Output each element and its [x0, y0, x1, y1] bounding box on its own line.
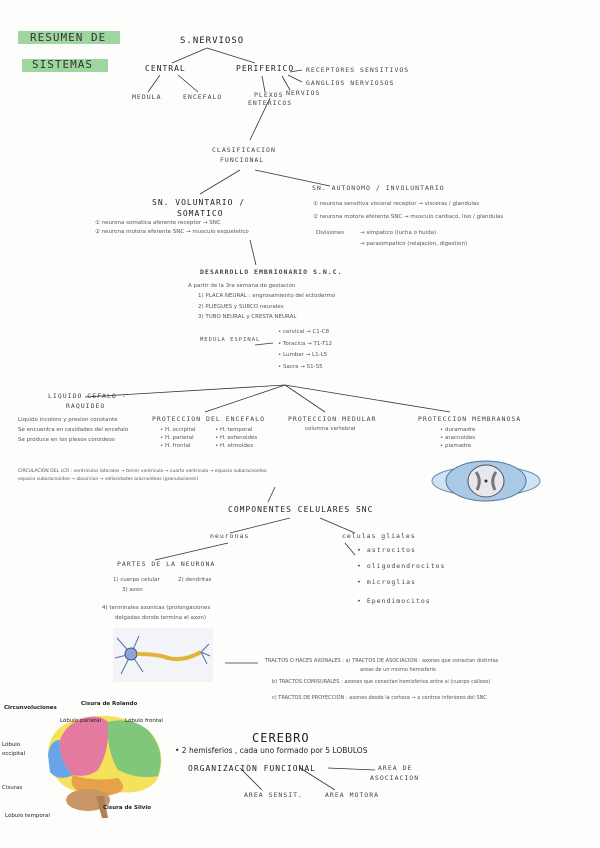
voluntario-title-1: SN. VOLUNTARIO /: [152, 198, 246, 207]
brain-label-silvio: Cisura de Silvio: [103, 805, 152, 811]
liquido-desc-1: Liquido incoloro y presion constante: [18, 417, 118, 423]
gliales-label: celulas gliales: [342, 532, 416, 540]
proteccion-medular-sub: columna vertebral: [305, 426, 356, 432]
autonomo-item-2: ② neurona motora eferente SNC → musculo …: [313, 214, 504, 220]
area-sensitiva: AREA SENSIT.: [244, 791, 303, 799]
brain-label-cisuras: Cisuras: [2, 785, 23, 791]
tractos-line-4: c) TRACTOS DE PROYECCION : axones desde …: [272, 695, 487, 701]
medula-item-4: • Sacra → S1-S5: [278, 364, 323, 370]
medula-espinal-label: MEDULA ESPINAL: [200, 337, 261, 343]
sn-medula: MEDULA: [132, 93, 162, 101]
partes-item-1: 1) cuerpo celular: [113, 577, 160, 583]
partes-item-4b: delgadas donde termina el axon): [115, 615, 207, 621]
encefalo-item-6: • H. etmoides: [215, 443, 254, 449]
sn-receptores: RECEPTORES SENSITIVOS: [306, 66, 410, 74]
sn-root: S.NERVIOSO: [180, 36, 245, 46]
desarrollo-title: DESARROLLO EMBRIONARIO S.N.C.: [200, 268, 343, 276]
brain-label-circunvoluciones: Circunvoluciones: [4, 705, 57, 711]
encefalo-item-3: • H. frontal: [160, 443, 191, 449]
circulacion-line-2: espacio subaracnoideo → absorcion → vell…: [18, 477, 199, 482]
medula-item-3: • Lumbar → L1-L5: [278, 352, 328, 358]
page-title-line-2: SISTEMAS: [32, 58, 93, 71]
liquido-title-1: LIQUIDO CEFALO -: [48, 392, 127, 400]
liquido-desc-3: Se produce en los plexos coroideos: [18, 437, 115, 443]
liquido-title-2: RAQUIDEO: [66, 402, 106, 410]
desarrollo-step-3: 3) TUBO NEURAL y CRESTA NEURAL: [198, 314, 297, 320]
liquido-desc-2: Se encuentra en cavidades del encefalo: [18, 427, 129, 433]
autonomo-item-1: ① neurona sensitiva visceral receptor → …: [313, 201, 480, 207]
sn-encefalo: ENCEFALO: [183, 93, 223, 101]
glia-item-3: • microglias: [357, 578, 416, 586]
glia-item-4: • Ependimocitos: [357, 597, 431, 605]
page-title-line-1: RESUMEN DE: [30, 31, 107, 44]
spinal-cord-illustration: [431, 460, 541, 502]
partes-item-2: 2) dendritas: [178, 577, 212, 583]
voluntario-item-2: ② neurona motora eferente SNC → musculo …: [95, 229, 249, 235]
tractos-line-1: TRACTOS O HACES AXONALES : a) TRACTOS DE…: [265, 658, 499, 664]
tractos-line-2: areas de un mismo hemisferio: [360, 667, 436, 673]
membranosa-item-3: • piamadre: [440, 443, 472, 449]
partes-item-4: 4) terminales axonicas (prolongaciones: [102, 605, 211, 611]
circulacion-line-1: CIRCULACION DEL LCR : ventriculos latera…: [18, 469, 267, 474]
partes-item-3: 3) axon: [122, 587, 143, 593]
proteccion-encefalo-title: PROTECCION DEL ENCEFALO: [152, 415, 266, 423]
membranosa-item-2: • aracnoides: [440, 435, 476, 441]
area-motora: AREA MOTORA: [325, 791, 380, 799]
tractos-line-3: b) TRACTOS COMISURALES : axones que cone…: [272, 679, 491, 685]
sn-plexos: PLEXOS: [254, 91, 284, 99]
brain-label-occipital-1: Lóbulo: [2, 742, 21, 748]
area-asociacion-1: AREA DE: [378, 764, 413, 772]
organizacion-funcional: ORGANIZACION FUNCIONAL: [188, 764, 316, 773]
encefalo-item-4: • H. temporal: [215, 427, 253, 433]
brain-label-rolando: Cisura de Rolando: [81, 701, 138, 707]
componentes-title: COMPONENTES CELULARES SNC: [228, 505, 374, 514]
brain-label-parietal: Lóbulo parietal: [60, 718, 102, 724]
area-asociacion-2: ASOCIACION: [370, 774, 420, 782]
brain-label-frontal: Lóbulo frontal: [125, 718, 163, 724]
sn-periferico: PERIFERICO: [236, 64, 295, 73]
neuronas-label: neuronas: [210, 532, 250, 540]
brain-label-temporal: Lóbulo temporal: [5, 813, 50, 819]
proteccion-membranosa-title: PROTECCION MEMBRANOSA: [418, 415, 522, 423]
proteccion-medular-title: PROTECCION MEDULAR: [288, 415, 377, 423]
encefalo-item-1: • H. occipital: [160, 427, 196, 433]
encefalo-item-2: • H. parietal: [160, 435, 194, 441]
desarrollo-step-2: 2) PLIEGUES y SURCO neurales: [198, 304, 284, 310]
desarrollo-step-1: 1) PLACA NEURAL : engrosamiento del ecto…: [198, 293, 336, 299]
glia-item-2: • oligodendrocitos: [357, 562, 446, 570]
title-highlight-2: [22, 59, 108, 72]
encefalo-item-5: • H. esfenoides: [215, 435, 258, 441]
sn-nervios: NERVIOS: [286, 89, 321, 97]
membranosa-item-1: • duramadre: [440, 427, 476, 433]
brain-illustration: [48, 715, 162, 818]
clasif-title-1: CLASIFICACION: [212, 146, 276, 154]
sn-ganglios: GANGLIOS NERVIOSOS: [306, 79, 395, 87]
divisiones-item-2: → parasimpatico (relajacion, digestion): [360, 241, 468, 247]
voluntario-title-2: SOMATICO: [177, 209, 224, 218]
medula-item-1: • cervical → C1-C8: [278, 329, 330, 335]
cerebro-desc: • 2 hemisferios , cada uno formado por 5…: [175, 746, 368, 755]
cerebro-title: CEREBRO: [252, 731, 310, 745]
title-highlight-1: [18, 31, 120, 44]
sn-central: CENTRAL: [145, 64, 186, 73]
autonomo-title: SN. AUTONOMO / INVOLUNTARIO: [312, 184, 445, 192]
divisiones-item-1: → simpatico (lucha o huida): [360, 230, 437, 236]
neuron-illustration: [113, 628, 213, 682]
voluntario-item-1: ① neurona somatica aferente receptor → S…: [95, 220, 221, 226]
divisiones-label: Divisiones: [316, 230, 345, 236]
brain-label-occipital-2: occipital: [2, 751, 26, 757]
partes-neurona-title: PARTES DE LA NEURONA: [117, 560, 216, 568]
desarrollo-intro: A partir de la 3ra semana de gestacion: [188, 283, 296, 289]
glia-item-1: • astrocitos: [357, 546, 416, 554]
sn-entericos: ENTERICOS: [248, 99, 293, 107]
medula-item-2: • Toracica → T1-T12: [278, 341, 333, 347]
clasif-title-2: FUNCIONAL: [220, 156, 265, 164]
